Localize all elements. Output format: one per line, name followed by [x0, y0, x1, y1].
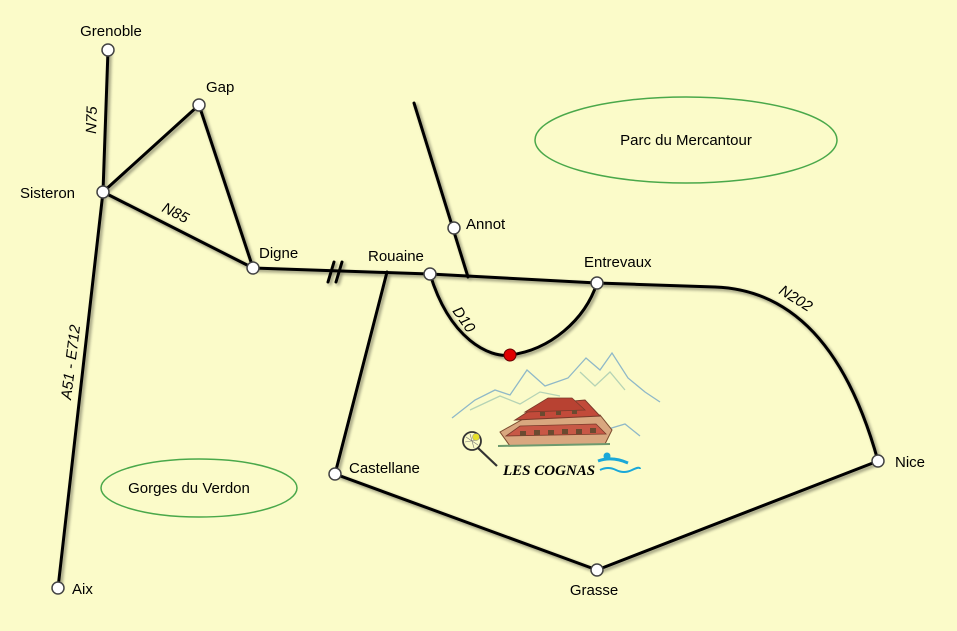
town-label-sisteron: Sisteron	[20, 185, 75, 202]
town-label-rouaine: Rouaine	[368, 248, 424, 265]
road-n75	[101, 48, 110, 194]
road-digne-rouaine	[251, 266, 432, 276]
road-castellane-north	[333, 270, 389, 476]
park-verdon-label: Gorges du Verdon	[128, 480, 250, 497]
road-grasse-castellane	[333, 472, 599, 572]
destination-marker[interactable]	[503, 348, 517, 362]
town-sisteron[interactable]: Sisteron	[20, 185, 110, 202]
roads	[56, 48, 880, 590]
town-rouaine[interactable]: Rouaine	[368, 248, 437, 281]
road-gap-digne	[197, 103, 255, 270]
road-label-n202: N202	[776, 282, 816, 316]
road-a51	[56, 190, 105, 590]
mountains-icon	[451, 351, 661, 437]
road-n202	[595, 281, 880, 463]
town-label-gap: Gap	[206, 79, 234, 96]
town-gap[interactable]: Gap	[192, 79, 234, 112]
town-label-digne: Digne	[259, 245, 298, 262]
road-sisteron-gap	[101, 103, 201, 194]
road-n85	[101, 190, 255, 270]
town-nice[interactable]: Nice	[871, 454, 925, 471]
town-digne[interactable]: Digne	[246, 245, 298, 275]
town-annot[interactable]: Annot	[447, 216, 506, 235]
park-verdon: Gorges du Verdon	[100, 458, 298, 518]
town-label-entrevaux: Entrevaux	[584, 254, 652, 271]
town-label-annot: Annot	[466, 216, 506, 233]
park-mercantour-label: Parc du Mercantour	[620, 132, 752, 149]
road-break-mark	[334, 260, 344, 284]
road-break-mark	[326, 260, 336, 284]
logo-text: LES COGNAS	[502, 463, 595, 479]
town-label-castellane: Castellane	[349, 460, 420, 477]
park-mercantour: Parc du Mercantour	[534, 96, 838, 184]
town-label-aix: Aix	[72, 581, 93, 598]
town-label-nice: Nice	[895, 454, 925, 471]
town-entrevaux[interactable]: Entrevaux	[584, 254, 652, 290]
town-grasse[interactable]: Grasse	[570, 563, 618, 599]
tennis-racket-icon	[462, 431, 498, 467]
road-label-d10: D10	[449, 304, 479, 337]
town-castellane[interactable]: Castellane	[328, 460, 420, 481]
town-grenoble[interactable]: Grenoble	[80, 23, 142, 57]
road-label-n75: N75	[83, 105, 101, 134]
road-rouaine-entrevaux	[428, 272, 599, 285]
town-label-grenoble: Grenoble	[80, 23, 142, 40]
town-label-grasse: Grasse	[570, 582, 618, 599]
road-annot-north	[412, 101, 470, 279]
town-aix[interactable]: Aix	[51, 581, 93, 598]
swimmer-icon	[597, 452, 641, 473]
building-icon	[497, 397, 613, 447]
les-cognas-logo: LES COGNAS	[451, 351, 661, 479]
road-nice-grasse	[595, 459, 880, 572]
